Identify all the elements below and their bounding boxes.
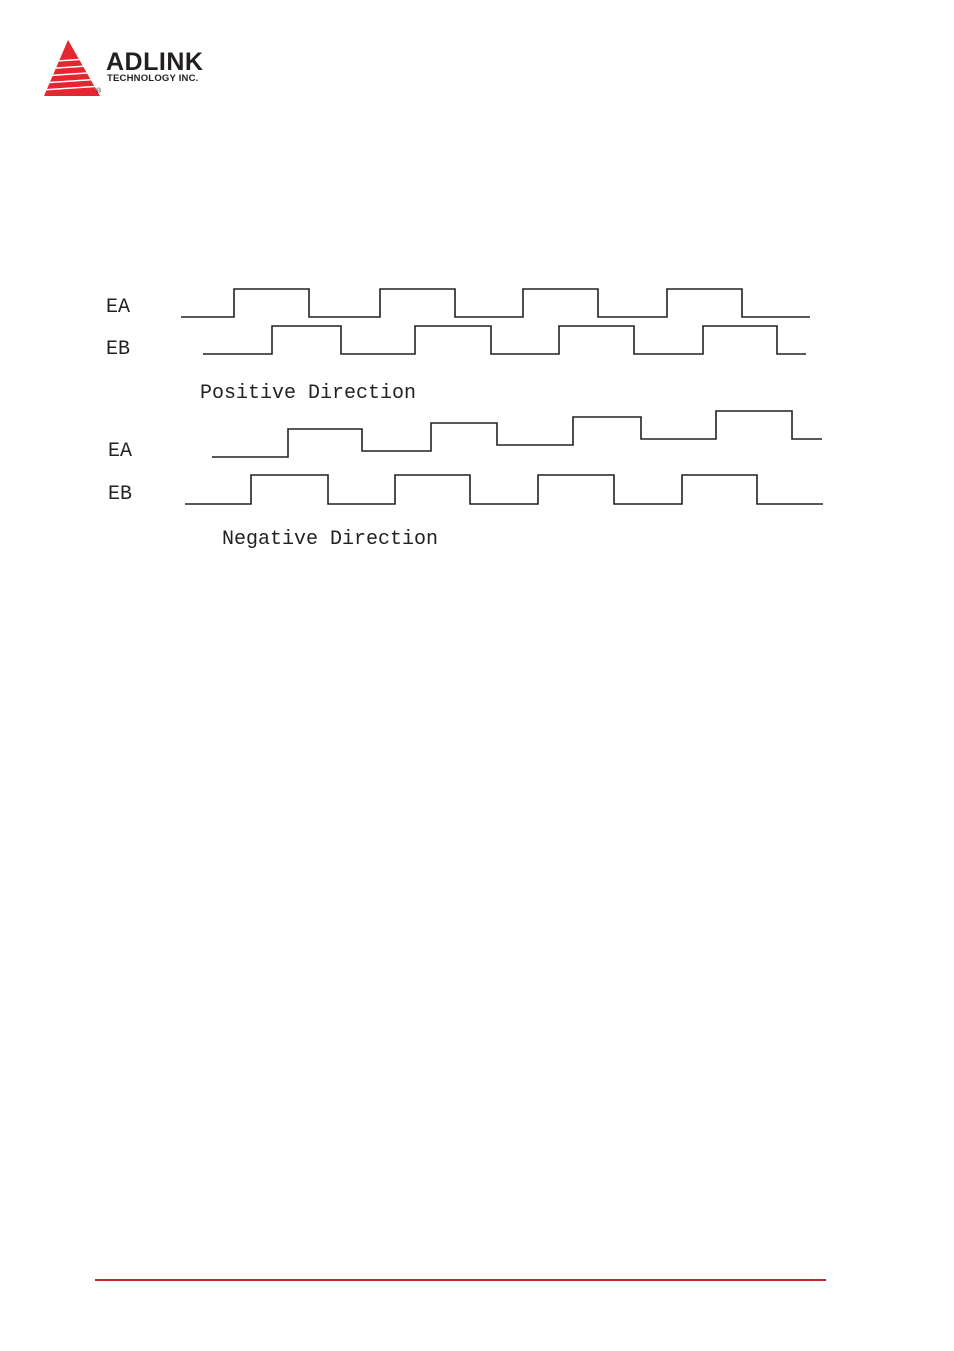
positive-direction-caption: Positive Direction bbox=[200, 382, 416, 405]
waveform-ea-positive bbox=[181, 289, 810, 317]
negative-direction-group: EA EB Negative Direction bbox=[108, 411, 823, 551]
encoder-timing-diagram: EA EB Positive Direction EA EB Negative … bbox=[0, 0, 954, 600]
signal-label-eb: EB bbox=[108, 483, 132, 506]
signal-label-ea: EA bbox=[106, 296, 130, 319]
signal-label-eb: EB bbox=[106, 338, 130, 361]
negative-direction-caption: Negative Direction bbox=[222, 528, 438, 551]
positive-direction-group: EA EB Positive Direction bbox=[106, 289, 810, 405]
signal-label-ea: EA bbox=[108, 440, 132, 463]
footer-rule bbox=[95, 1279, 826, 1281]
waveform-eb-negative bbox=[185, 475, 823, 504]
waveform-eb-positive bbox=[203, 326, 806, 354]
waveform-ea-negative bbox=[212, 411, 822, 457]
